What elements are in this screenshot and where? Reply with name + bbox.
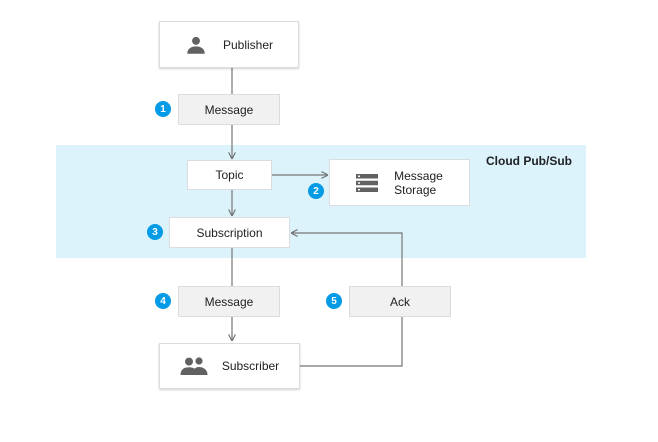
message-storage-node: Message Storage — [329, 159, 470, 206]
message-out-node: Message — [178, 286, 280, 317]
cloud-pubsub-label: Cloud Pub/Sub — [486, 154, 572, 168]
step-5-badge: 5 — [326, 293, 342, 309]
person-icon — [185, 34, 207, 56]
message-out-label: Message — [204, 294, 254, 309]
publisher-label: Publisher — [222, 37, 274, 52]
people-icon — [180, 356, 208, 376]
step-1-badge: 1 — [155, 101, 171, 117]
storage-icon — [356, 173, 379, 192]
cloud-pubsub-region: Cloud Pub/Sub — [56, 145, 586, 258]
step-2-badge: 2 — [308, 183, 324, 199]
message-storage-label-line1: Message — [394, 168, 443, 183]
message-storage-label-line2: Storage — [394, 182, 437, 197]
subscription-node: Subscription — [169, 217, 290, 248]
topic-node: Topic — [187, 160, 272, 190]
topic-label: Topic — [215, 168, 244, 182]
step-3-badge: 3 — [147, 224, 163, 240]
subscriber-label: Subscriber — [221, 359, 280, 373]
message-storage-label: Message Storage — [394, 169, 443, 197]
subscriber-node: Subscriber — [159, 343, 300, 389]
message-in-node: Message — [178, 94, 280, 125]
ack-node: Ack — [349, 286, 451, 317]
publisher-node: Publisher — [159, 21, 299, 68]
message-in-label: Message — [204, 102, 254, 117]
step-4-badge: 4 — [155, 293, 171, 309]
subscription-label: Subscription — [196, 225, 263, 240]
ack-label: Ack — [389, 294, 410, 309]
